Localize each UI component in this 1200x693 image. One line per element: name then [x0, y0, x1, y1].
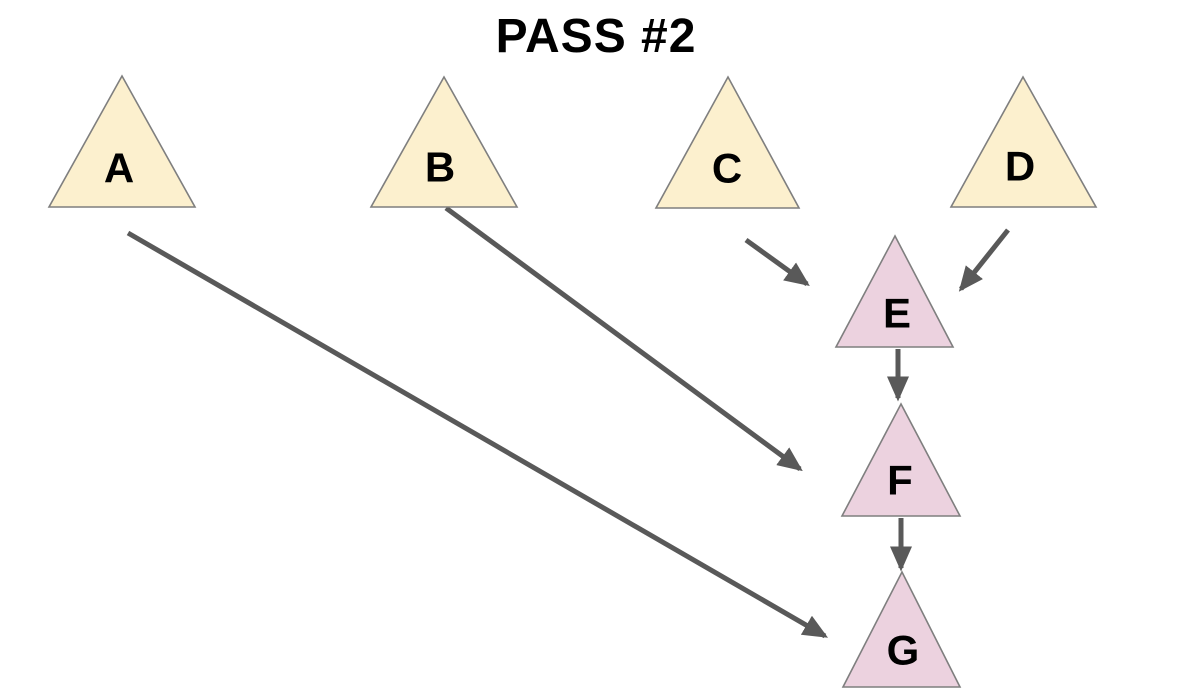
node-f: F — [840, 402, 962, 517]
edge-b-to-f — [444, 205, 803, 472]
node-label-d: D — [1005, 143, 1035, 190]
triangle-shape-f — [840, 402, 962, 517]
node-label-e: E — [883, 290, 911, 337]
triangle-shape-b — [369, 75, 519, 208]
node-b: B — [369, 75, 519, 208]
node-a: A — [47, 74, 197, 208]
node-label-c: C — [712, 145, 742, 192]
page-title: PASS #2 — [496, 10, 697, 63]
edge-c-to-e — [744, 237, 810, 287]
triangle-shape-c — [654, 75, 801, 209]
node-c: C — [654, 75, 801, 209]
node-label-b: B — [425, 144, 455, 191]
node-d: D — [949, 75, 1098, 208]
triangle-shape-e — [834, 234, 955, 348]
edge-d-to-e — [958, 228, 1010, 292]
node-label-f: F — [887, 457, 913, 504]
triangle-shape-a — [47, 74, 197, 208]
triangle-shape-d — [949, 75, 1098, 208]
node-e: E — [834, 234, 955, 348]
node-g: G — [841, 570, 962, 688]
triangle-shape-g — [841, 570, 962, 688]
node-label-g: G — [887, 627, 920, 674]
node-label-a: A — [104, 145, 134, 192]
edge-a-to-g — [126, 230, 829, 639]
